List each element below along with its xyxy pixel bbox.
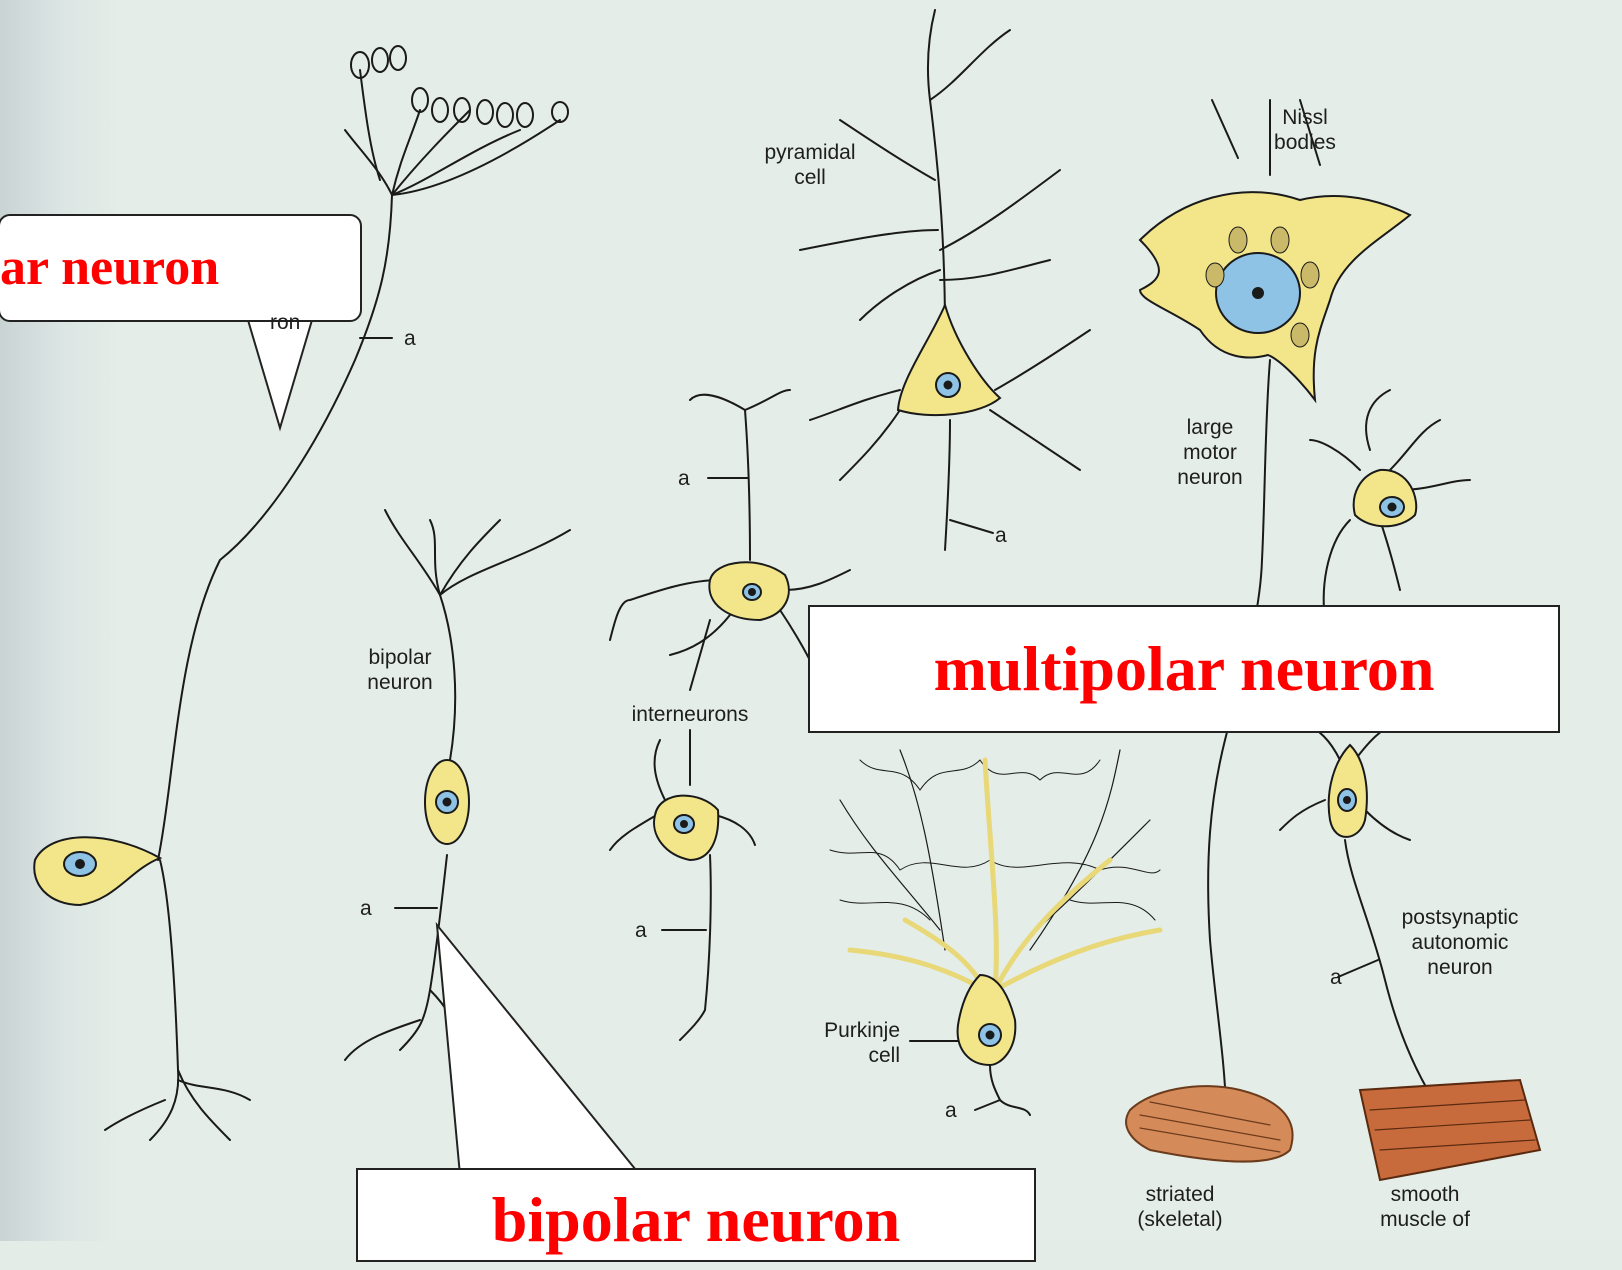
unipolar-callout: ar neuron (0, 214, 362, 322)
interneuron-lower-drawing (610, 740, 755, 1040)
bipolar-callout-text: bipolar neuron (492, 1184, 900, 1255)
axon-label-interneuron-lower: a (635, 918, 647, 943)
label-nissl-bodies: Nissl bodies (1250, 105, 1360, 155)
axon-label-unipolar: a (404, 326, 416, 351)
multipolar-callout-text: multipolar neuron (934, 633, 1435, 704)
label-bipolar-neuron: bipolar neuron (350, 645, 450, 695)
label-pyramidal-cell: pyramidal cell (740, 140, 880, 190)
axon-label-bipolar: a (360, 896, 372, 921)
label-interneurons: interneurons (610, 702, 770, 727)
bipolar-callout: bipolar neuron (356, 1168, 1036, 1262)
label-smooth-muscle-of: smooth muscle of (1360, 1182, 1490, 1232)
unipolar-neuron-drawing (105, 46, 568, 1140)
bipolar-callout-tail (437, 925, 640, 1175)
diagram-page: ar neuron multipolar neuron bipolar neur… (0, 0, 1622, 1241)
pyramidal-cell-drawing (800, 10, 1090, 550)
unipolar-cell-body (34, 837, 160, 905)
label-large-motor-neuron: large motor neuron (1160, 415, 1260, 490)
smooth-muscle (1360, 1080, 1540, 1180)
purkinje-cell-body (958, 975, 1016, 1065)
pyramidal-cell-body (898, 305, 1000, 415)
axon-label-interneuron-upper: a (678, 466, 690, 491)
label-striated-skeletal: striated (skeletal) (1115, 1182, 1245, 1232)
axon-label-autonomic: a (1330, 965, 1342, 990)
unipolar-callout-text: ar neuron (0, 239, 219, 296)
axon-label-purkinje: a (945, 1098, 957, 1123)
label-partial-ron: ron (270, 310, 300, 335)
interneurons-pointer (690, 620, 710, 690)
axon-label-pyramidal: a (995, 523, 1007, 548)
purkinje-main-dendrites (850, 760, 1160, 990)
label-purkinje-cell: Purkinje cell (780, 1018, 900, 1068)
label-postsynaptic-autonomic-neuron: postsynaptic autonomic neuron (1385, 905, 1535, 980)
multipolar-callout: multipolar neuron (808, 605, 1560, 733)
